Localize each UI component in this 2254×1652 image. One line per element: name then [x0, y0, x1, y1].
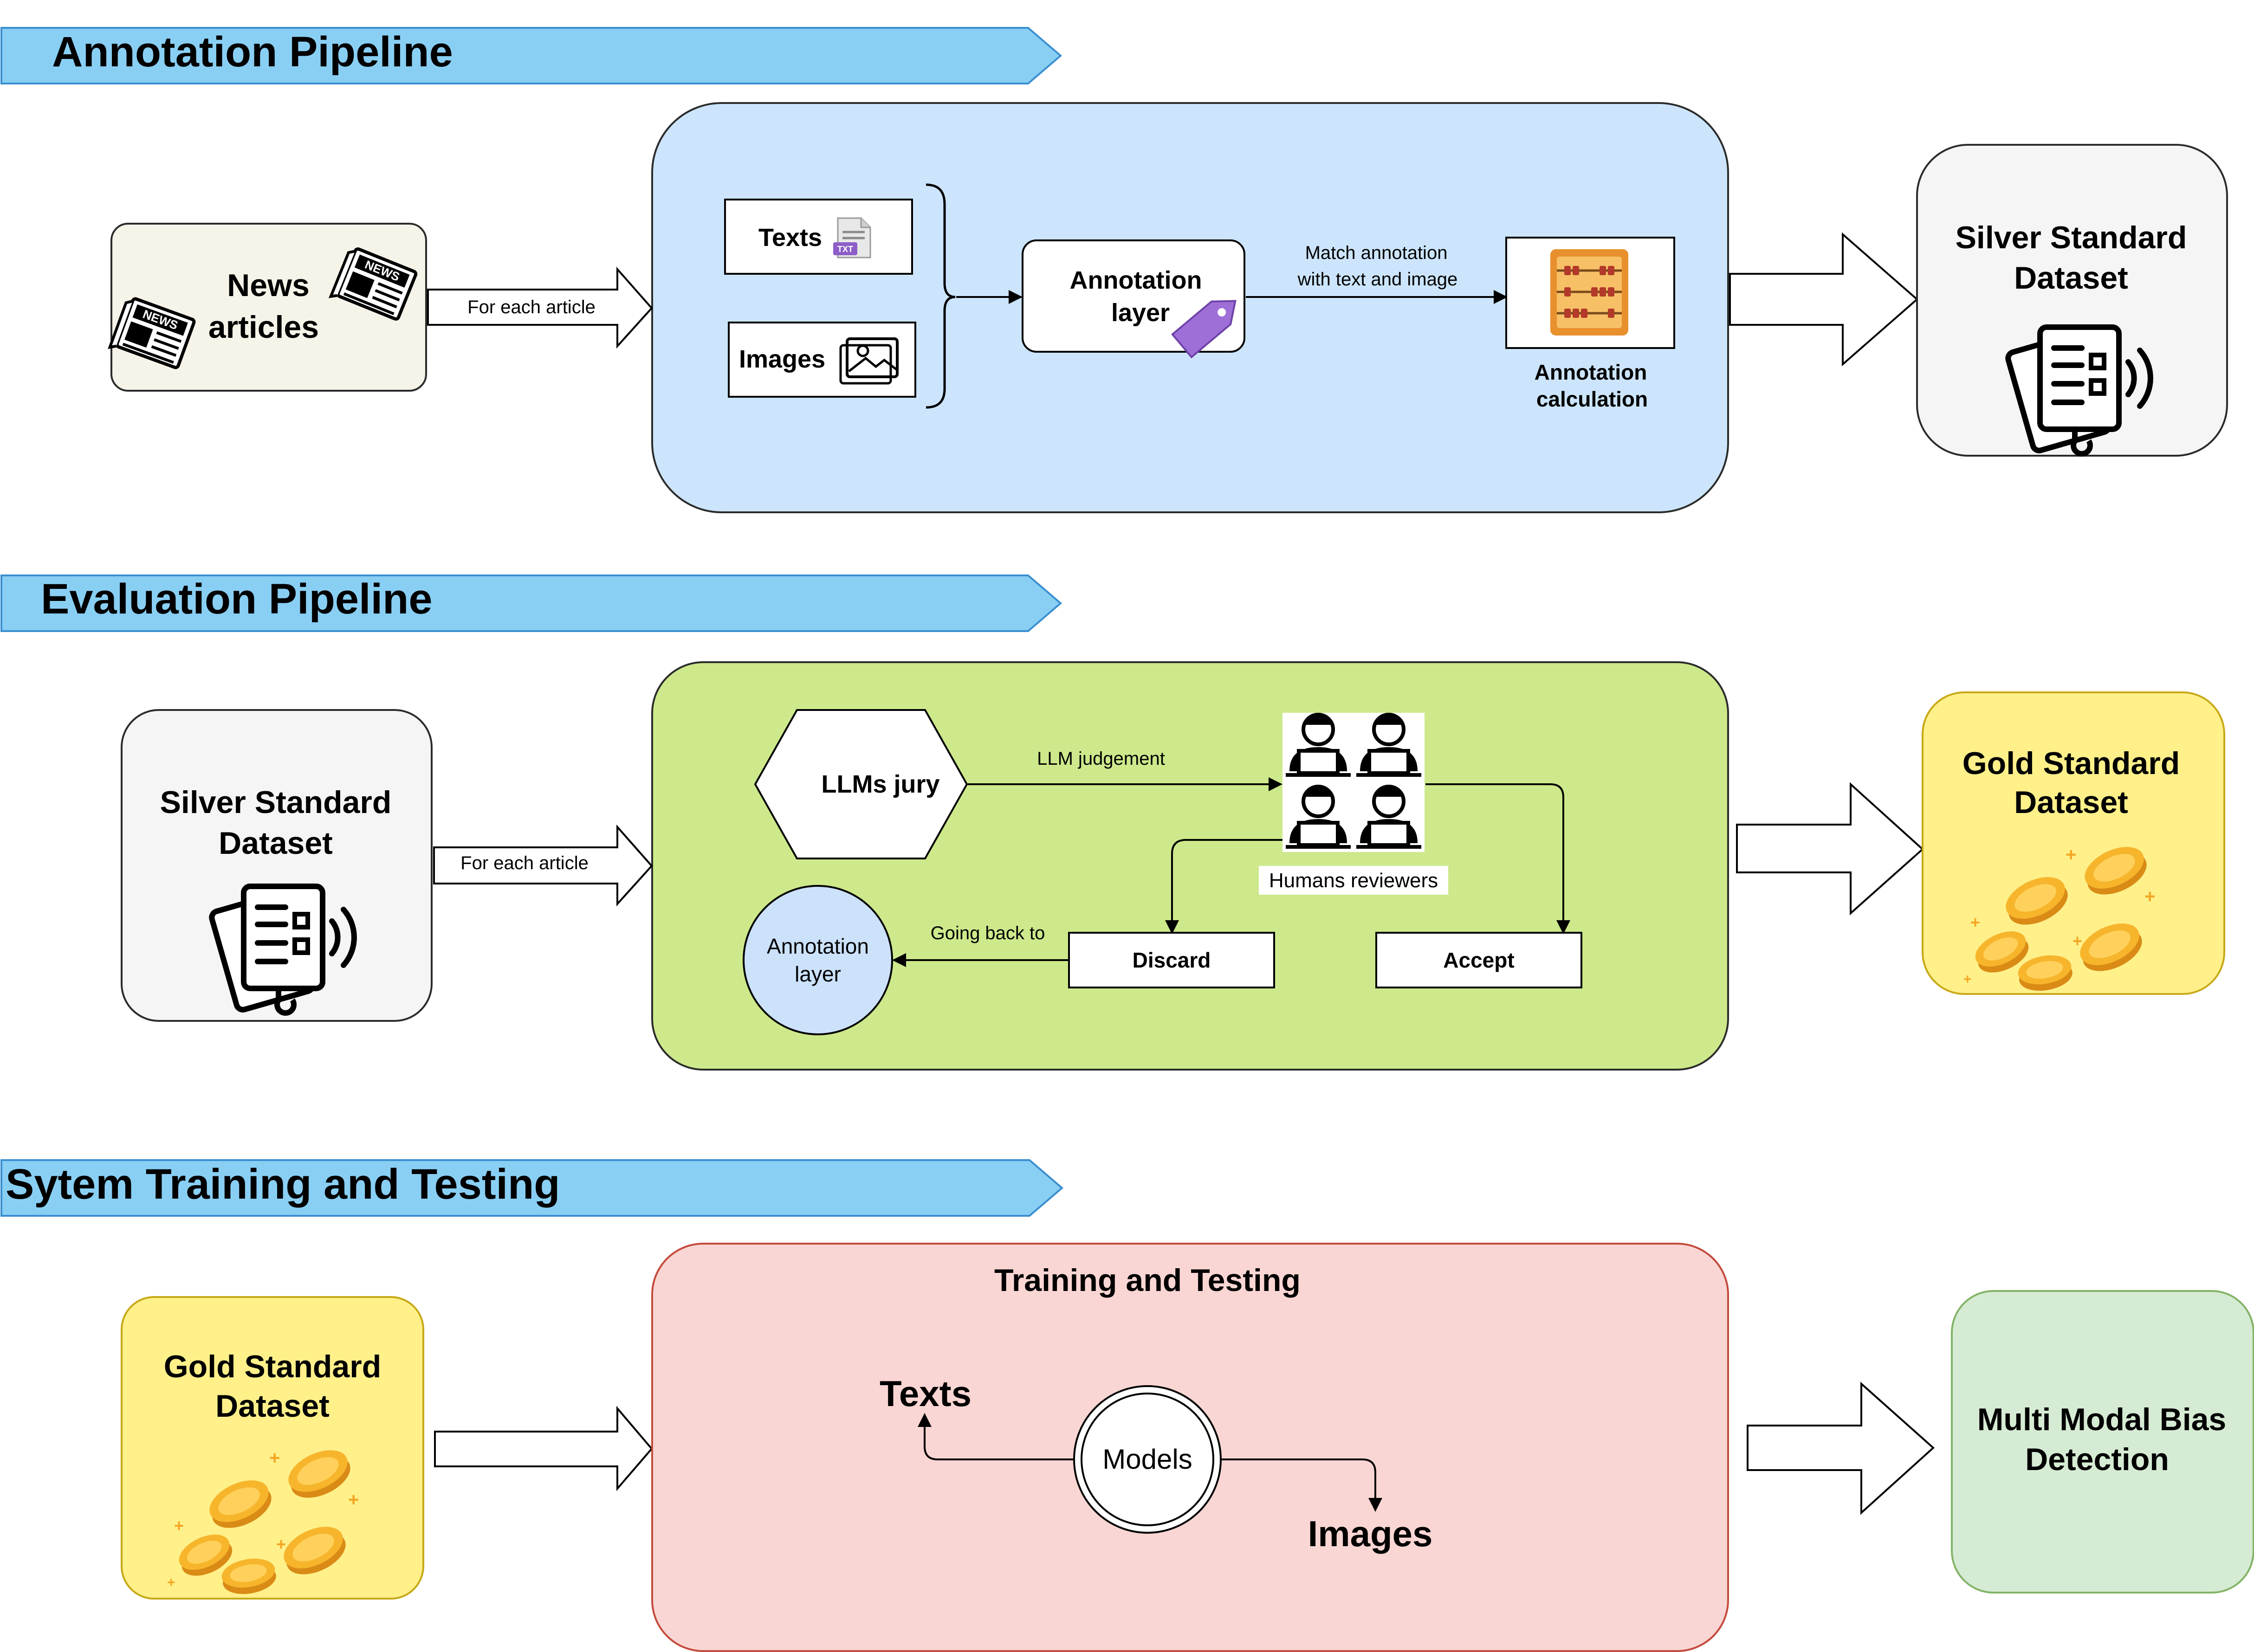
gold-input-line1: Gold Standard: [164, 1349, 381, 1384]
going-back-label: Going back to: [931, 923, 1045, 943]
llm-judgement-label: LLM judgement: [1037, 749, 1165, 769]
training-banner: [0, 1159, 1064, 1217]
silver-input-line2: Dataset: [219, 826, 333, 861]
annotation-output-arrow: [1729, 232, 1919, 367]
silver-dataset-output-node[interactable]: Silver Standard Dataset: [1916, 144, 2228, 457]
gold-output-line1: Gold Standard: [1963, 746, 2180, 781]
eval-for-each-label: For each article: [460, 853, 589, 873]
eval-for-each-arrow: [433, 824, 653, 907]
match-label-line1: Match annotation: [1305, 243, 1448, 263]
images-label: Images: [739, 345, 825, 373]
annotation-layer-line1: Annotation: [1070, 266, 1202, 294]
for-each-article-arrow: [427, 266, 653, 349]
human-reviewers-node[interactable]: Humans reviewers: [1259, 713, 1448, 895]
annotation-layer-line2: layer: [1111, 299, 1170, 327]
evaluation-output-arrow: [1736, 782, 1924, 916]
training-title: Sytem Training and Testing: [6, 1161, 560, 1208]
evaluation-title: Evaluation Pipeline: [41, 575, 433, 623]
silver-output-line1: Silver Standard: [1956, 220, 2187, 255]
training-box-title: Training and Testing: [994, 1263, 1301, 1298]
evaluation-banner: [0, 574, 1062, 632]
annotation-layer-node[interactable]: Annotation layer: [1022, 239, 1245, 359]
gold-input-line2: Dataset: [215, 1388, 330, 1424]
models-to-images-arrow: [1220, 1458, 1382, 1512]
images-output-label: Images: [1308, 1513, 1433, 1554]
silver-dataset-input-node[interactable]: Silver Standard Dataset: [121, 709, 433, 1022]
gold-output-line2: Dataset: [2014, 785, 2128, 820]
for-each-article-label: For each article: [467, 297, 596, 317]
news-label-line2: articles: [208, 310, 319, 345]
svg-text:TXT: TXT: [837, 245, 853, 254]
training-input-arrow: [434, 1406, 653, 1491]
gold-dataset-input-node[interactable]: Gold Standard Dataset: [121, 1296, 424, 1600]
silver-input-line1: Silver Standard: [160, 785, 392, 820]
texts-output-label: Texts: [880, 1373, 972, 1414]
llm-jury-label: LLMs jury: [821, 770, 939, 798]
to-accept-arrow: [1425, 783, 1570, 934]
match-label-line2: with text and image: [1297, 269, 1458, 290]
texts-label: Texts: [758, 224, 822, 252]
silver-output-line2: Dataset: [2014, 260, 2128, 296]
humans-label: Humans reviewers: [1269, 869, 1438, 892]
images-node[interactable]: Images: [728, 322, 916, 398]
models-to-texts-arrow: [918, 1413, 1076, 1460]
annotation-banner: [0, 27, 1062, 84]
annotation-circle-line1: Annotation: [767, 934, 869, 958]
calc-label-line2: calculation: [1536, 387, 1648, 411]
training-output-arrow: [1747, 1381, 1935, 1515]
models-label: Models: [1102, 1444, 1192, 1475]
annotation-title: Annotation Pipeline: [52, 28, 453, 76]
abacus-icon: [1550, 249, 1628, 336]
news-articles-node[interactable]: News articles: [110, 223, 427, 392]
annotation-circle-line2: layer: [795, 962, 841, 986]
to-discard-arrow: [1165, 839, 1282, 934]
discard-label: Discard: [1133, 948, 1211, 972]
bias-output-line1: Multi Modal Bias: [1977, 1402, 2226, 1437]
discard-node[interactable]: Discard: [1068, 932, 1275, 988]
models-node[interactable]: Models: [1073, 1385, 1222, 1534]
gold-dataset-output-node[interactable]: Gold Standard Dataset: [1922, 691, 2225, 995]
accept-label: Accept: [1443, 948, 1514, 972]
calc-label-line1: Annotation: [1535, 360, 1647, 384]
annotation-calculation-node[interactable]: Annotation calculation: [1505, 237, 1675, 411]
bias-output-line2: Detection: [2025, 1442, 2169, 1477]
image-icon: [839, 337, 899, 385]
texts-node[interactable]: Texts TXT: [724, 199, 913, 275]
document-icon: TXT: [833, 217, 871, 258]
accept-node[interactable]: Accept: [1375, 932, 1582, 988]
annotation-section: Annotation Pipeline News articles For ea…: [0, 27, 2228, 513]
input-bracket: [926, 183, 956, 409]
training-section: Sytem Training and Testing Gold Standard…: [0, 1159, 2254, 1652]
annotation-layer-circle[interactable]: Annotation layer: [743, 885, 893, 1035]
bias-detection-output-node[interactable]: Multi Modal Bias Detection: [1951, 1290, 2254, 1594]
tag-icon: [1171, 300, 1237, 359]
evaluation-section: Evaluation Pipeline Silver Standard Data…: [0, 574, 2225, 1071]
news-label-line1: News: [227, 268, 310, 303]
llm-jury-node[interactable]: LLMs jury: [754, 709, 968, 859]
